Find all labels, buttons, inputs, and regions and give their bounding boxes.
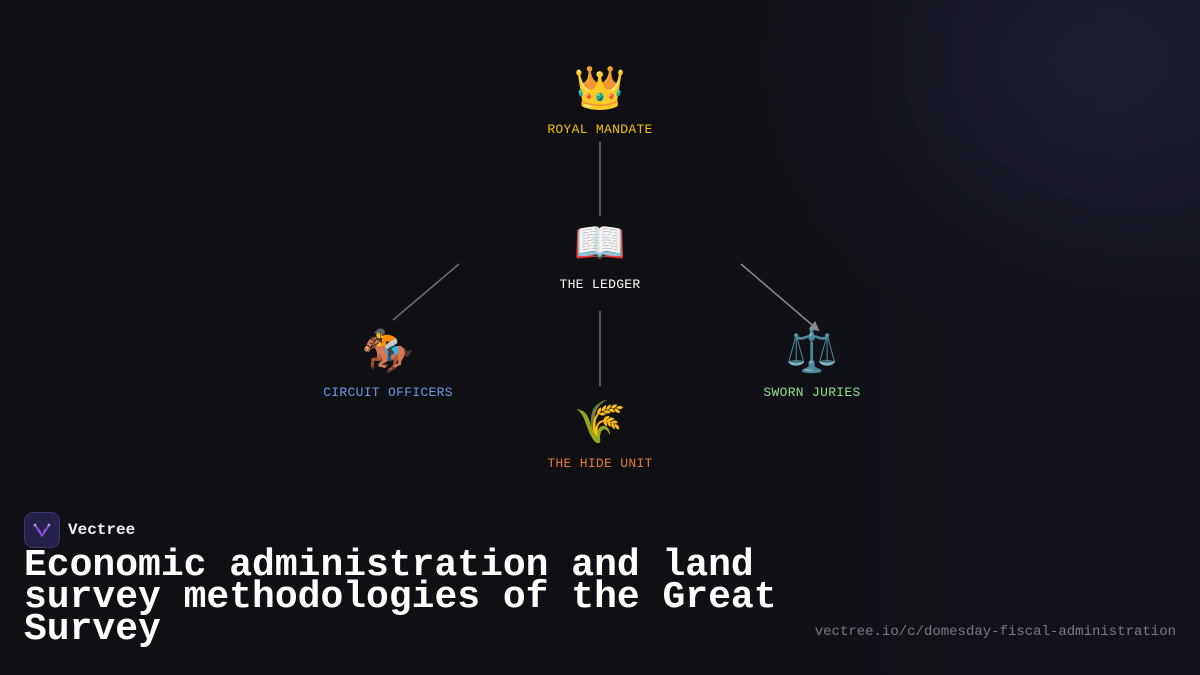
node-the-ledger[interactable]: 📖 THE LEDGER (500, 217, 700, 292)
node-label: THE LEDGER (559, 277, 641, 292)
node-sworn-juries[interactable]: ⚖️ SWORN JURIES (712, 325, 912, 400)
node-label: SWORN JURIES (763, 385, 861, 400)
node-label: THE HIDE UNIT (547, 456, 653, 471)
edge-ledger-to-juries (740, 263, 820, 332)
open-book-icon: 📖 (573, 218, 627, 267)
brand-name: Vectree (68, 521, 136, 539)
brand[interactable]: Vectree (24, 512, 135, 548)
wheat-icon: 🌾 (573, 397, 627, 446)
page-title: Economic administration and land survey … (24, 544, 777, 651)
node-label: CIRCUIT OFFICERS (323, 385, 453, 400)
node-royal-mandate[interactable]: 👑 ROYAL MANDATE (500, 62, 700, 137)
crown-icon: 👑 (573, 63, 627, 112)
page-url[interactable]: vectree.io/c/domesday-fiscal-administrat… (814, 624, 1176, 640)
horse-rider-icon: 🏇 (361, 326, 415, 375)
node-label: ROYAL MANDATE (547, 122, 653, 137)
node-the-hide-unit[interactable]: 🌾 THE HIDE UNIT (500, 396, 700, 471)
edge-ledger-to-circuit (392, 263, 460, 321)
scales-icon: ⚖️ (785, 326, 839, 375)
vectree-logo-icon (24, 512, 60, 548)
node-circuit-officers[interactable]: 🏇 CIRCUIT OFFICERS (288, 325, 488, 400)
